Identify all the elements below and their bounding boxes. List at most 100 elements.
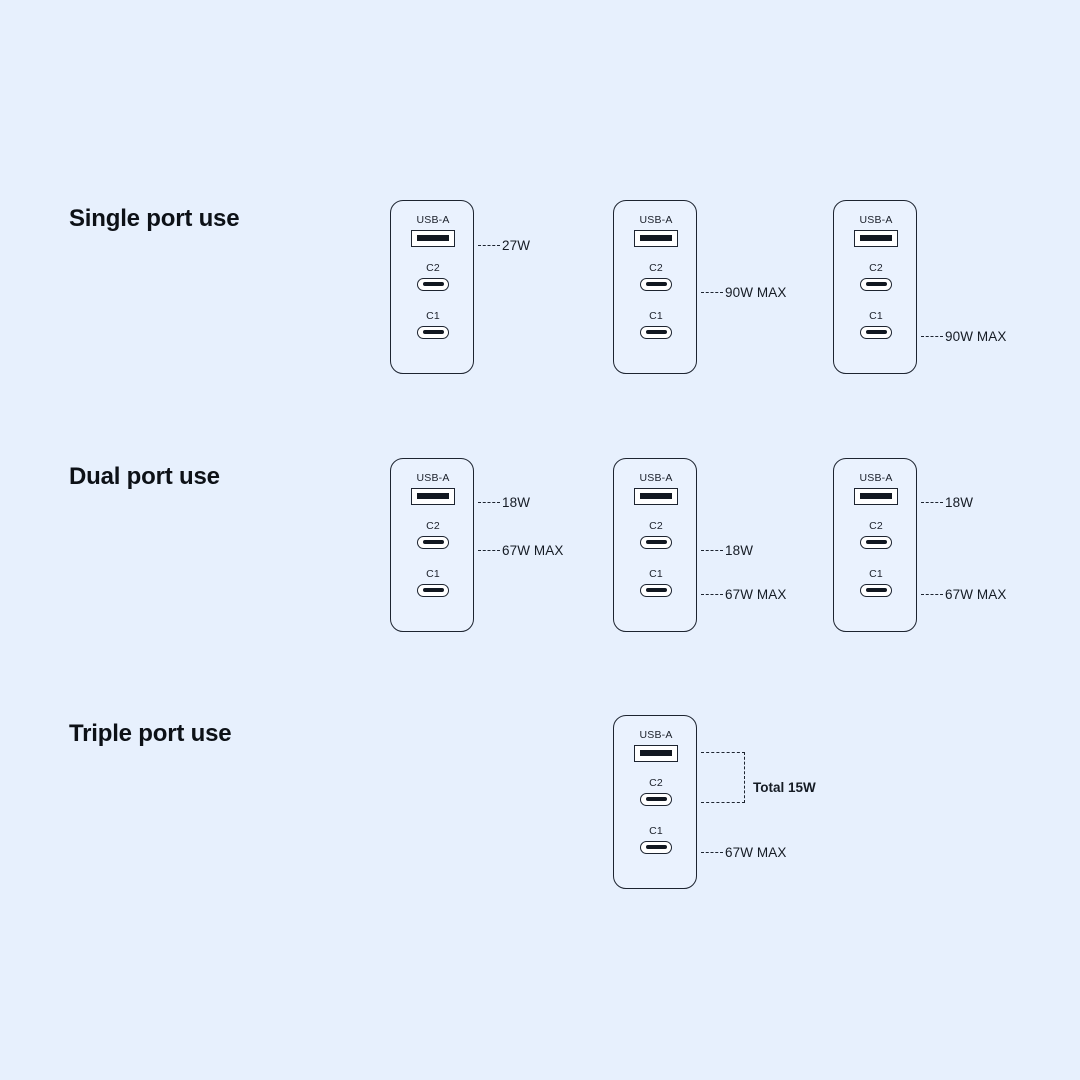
callout-label: 67W MAX	[502, 542, 564, 558]
usbc-port-icon	[640, 277, 672, 291]
port-label-c2: C2	[426, 520, 440, 532]
callout-triple-c1: 67W MAX	[701, 845, 786, 860]
usbc-port-icon	[860, 535, 892, 549]
port-label-c1: C1	[869, 568, 883, 580]
usbc-port-icon	[860, 325, 892, 339]
port-label-c1: C1	[426, 568, 440, 580]
callout-dual1-c2: 67W MAX	[478, 542, 564, 558]
leader-line	[921, 501, 943, 503]
leader-line	[478, 501, 500, 503]
port-label-c1: C1	[649, 825, 663, 837]
callout-dual2-c2: 18W	[701, 542, 754, 558]
usba-port-icon	[634, 487, 678, 505]
charger-single-usba: USB-A C2 C1	[390, 200, 474, 374]
usbc-port-icon	[640, 325, 672, 339]
usba-port-icon	[411, 229, 455, 247]
port-c2[interactable]: C2	[834, 521, 918, 549]
callout-label: 18W	[725, 542, 754, 558]
charger-single-c2: USB-A C2 C1	[613, 200, 697, 374]
callout-dual1-usba: 18W	[478, 494, 531, 510]
callout-label: 18W	[502, 494, 531, 510]
callout-label: 67W MAX	[725, 586, 787, 602]
callout-dual3-c1: 67W MAX	[921, 586, 1007, 602]
leader-line	[478, 244, 500, 246]
port-label-c2: C2	[649, 262, 663, 274]
port-usba[interactable]: USB-A	[834, 473, 918, 505]
callout-dual3-usba: 18W	[921, 495, 973, 510]
port-label-usba: USB-A	[859, 472, 893, 484]
port-c1[interactable]: C1	[614, 311, 698, 339]
leader-line	[701, 291, 723, 293]
callout-single-c1: 90W MAX	[921, 328, 1007, 344]
port-label-c2: C2	[649, 777, 663, 789]
leader-line	[701, 851, 723, 853]
leader-line	[701, 593, 723, 595]
port-c1[interactable]: C1	[614, 826, 698, 854]
section-title-dual-port-use: Dual port use	[69, 463, 220, 490]
port-c1[interactable]: C1	[834, 569, 918, 597]
section-title-triple-port-use: Triple port use	[69, 720, 232, 747]
port-label-c1: C1	[426, 310, 440, 322]
usba-port-icon	[854, 487, 898, 505]
port-c2[interactable]: C2	[614, 778, 698, 806]
port-c1[interactable]: C1	[834, 311, 918, 339]
group-bracket-total	[701, 752, 745, 803]
usbc-port-icon	[640, 840, 672, 854]
callout-dual2-c1: 67W MAX	[701, 586, 787, 602]
charger-single-c1: USB-A C2 C1	[833, 200, 917, 374]
port-label-c2: C2	[649, 520, 663, 532]
port-c1[interactable]: C1	[614, 569, 698, 597]
port-label-usba: USB-A	[639, 729, 673, 741]
port-usba[interactable]: USB-A	[614, 730, 698, 762]
port-usba[interactable]: USB-A	[834, 215, 918, 247]
callout-label: 90W MAX	[725, 284, 787, 300]
port-label-usba: USB-A	[639, 472, 673, 484]
usba-port-icon	[411, 487, 455, 505]
port-label-c1: C1	[649, 568, 663, 580]
charger-dual-usba-c2: USB-A C2 C1	[390, 458, 474, 632]
leader-line	[921, 335, 943, 337]
usba-port-icon	[634, 229, 678, 247]
port-c1[interactable]: C1	[391, 569, 475, 597]
charger-dual-c2-c1: USB-A C2 C1	[613, 458, 697, 632]
usbc-port-icon	[417, 325, 449, 339]
usbc-port-icon	[640, 792, 672, 806]
callout-single-c2: 90W MAX	[701, 284, 787, 300]
port-c2[interactable]: C2	[391, 521, 475, 549]
port-usba[interactable]: USB-A	[614, 473, 698, 505]
leader-line	[701, 549, 723, 551]
port-usba[interactable]: USB-A	[391, 473, 475, 505]
callout-single-usba: 27W	[478, 238, 530, 253]
usbc-port-icon	[640, 583, 672, 597]
port-c2[interactable]: C2	[614, 263, 698, 291]
usba-port-icon	[634, 744, 678, 762]
port-c2[interactable]: C2	[834, 263, 918, 291]
callout-label: 90W MAX	[945, 328, 1007, 344]
port-label-c2: C2	[869, 520, 883, 532]
usbc-port-icon	[640, 535, 672, 549]
port-label-c1: C1	[869, 310, 883, 322]
group-bracket-label: Total 15W	[753, 780, 816, 795]
section-title-single-port-use: Single port use	[69, 205, 240, 232]
usbc-port-icon	[417, 277, 449, 291]
port-label-c1: C1	[649, 310, 663, 322]
callout-label: 67W MAX	[945, 586, 1007, 602]
port-label-usba: USB-A	[416, 472, 450, 484]
port-c2[interactable]: C2	[391, 263, 475, 291]
port-c2[interactable]: C2	[614, 521, 698, 549]
charger-triple-all: USB-A C2 C1	[613, 715, 697, 889]
port-label-usba: USB-A	[639, 214, 673, 226]
port-label-usba: USB-A	[859, 214, 893, 226]
port-usba[interactable]: USB-A	[614, 215, 698, 247]
port-usba[interactable]: USB-A	[391, 215, 475, 247]
charger-dual-usba-c1: USB-A C2 C1	[833, 458, 917, 632]
usbc-port-icon	[860, 583, 892, 597]
port-c1[interactable]: C1	[391, 311, 475, 339]
port-label-c2: C2	[869, 262, 883, 274]
usba-port-icon	[854, 229, 898, 247]
port-label-usba: USB-A	[416, 214, 450, 226]
usbc-port-icon	[860, 277, 892, 291]
usbc-port-icon	[417, 535, 449, 549]
port-label-c2: C2	[426, 262, 440, 274]
